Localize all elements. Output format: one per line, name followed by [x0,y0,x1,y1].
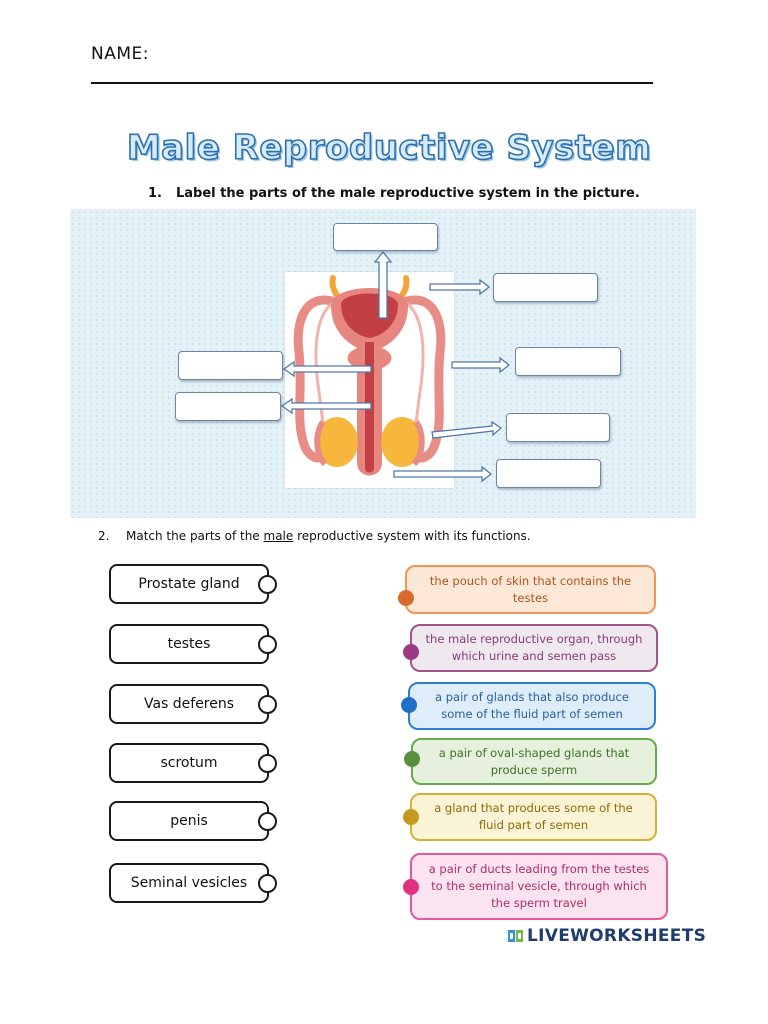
brand-text: LIVEWORKSHEETS [527,926,707,946]
term-connector-dot[interactable] [258,575,277,594]
arrow-right-4 [393,465,493,483]
term-penis[interactable]: penis [109,801,277,841]
liveworksheets-brand: LIVEWORKSHEETS [508,926,706,946]
term-connector-dot[interactable] [258,695,277,714]
term-connector-dot[interactable] [258,812,277,831]
label-box-right-3[interactable] [506,413,610,442]
liveworksheets-logo-icon [508,928,524,944]
function-connector-dot[interactable] [398,589,414,606]
term-prostate-gland[interactable]: Prostate gland [109,564,277,604]
arrow-left-1 [282,360,372,378]
term-scrotum[interactable]: scrotum [109,743,277,783]
label-box-right-2[interactable] [515,347,621,376]
name-line [91,82,653,84]
term-vas-deferens[interactable]: Vas deferens [109,684,277,724]
term-testes[interactable]: testes [109,624,277,664]
term-label: scrotum [160,755,218,771]
term-label: Seminal vesicles [130,875,248,891]
instruction-2: 2. Match the parts of the male reproducti… [98,529,531,543]
label-box-left-2[interactable] [175,392,281,421]
function-connector-dot[interactable] [403,809,419,825]
function-connector-dot[interactable] [404,751,420,768]
name-label: NAME: [91,44,149,64]
arrow-right-2 [451,356,511,374]
function-connector-dot[interactable] [401,697,417,714]
term-seminal-vesicles[interactable]: Seminal vesicles [109,863,277,903]
label-box-right-1[interactable] [493,273,598,302]
term-connector-dot[interactable] [258,635,277,654]
arrow-left-2 [280,397,372,415]
instruction-2-underlined: male [263,529,294,543]
label-box-top[interactable] [333,223,438,251]
arrow-up [373,250,393,319]
label-box-left-1[interactable] [178,351,283,380]
term-connector-dot[interactable] [258,874,277,893]
label-box-right-4[interactable] [496,459,601,488]
term-label: Prostate gland [138,576,240,592]
instruction-2-text-end: reproductive system with its functions. [297,529,531,543]
instruction-1-text: Label the parts of the male reproductive… [176,186,640,201]
instruction-1: 1. Label the parts of the male reproducti… [148,186,640,201]
instruction-1-number: 1. [148,186,162,201]
instruction-2-text-start: Match the parts of the [126,529,260,543]
arrow-right-1 [429,278,491,296]
function-connector-dot[interactable] [403,878,419,895]
arrow-right-3 [431,420,503,439]
function-connector-dot[interactable] [403,644,419,661]
term-label: testes [167,636,211,652]
term-connector-dot[interactable] [258,754,277,773]
term-label: Vas deferens [143,696,235,712]
worksheet-title: Male Reproductive System [126,127,652,169]
term-label: penis [170,813,208,829]
instruction-2-number: 2. [98,529,110,543]
anatomy-illustration-card [285,272,454,488]
